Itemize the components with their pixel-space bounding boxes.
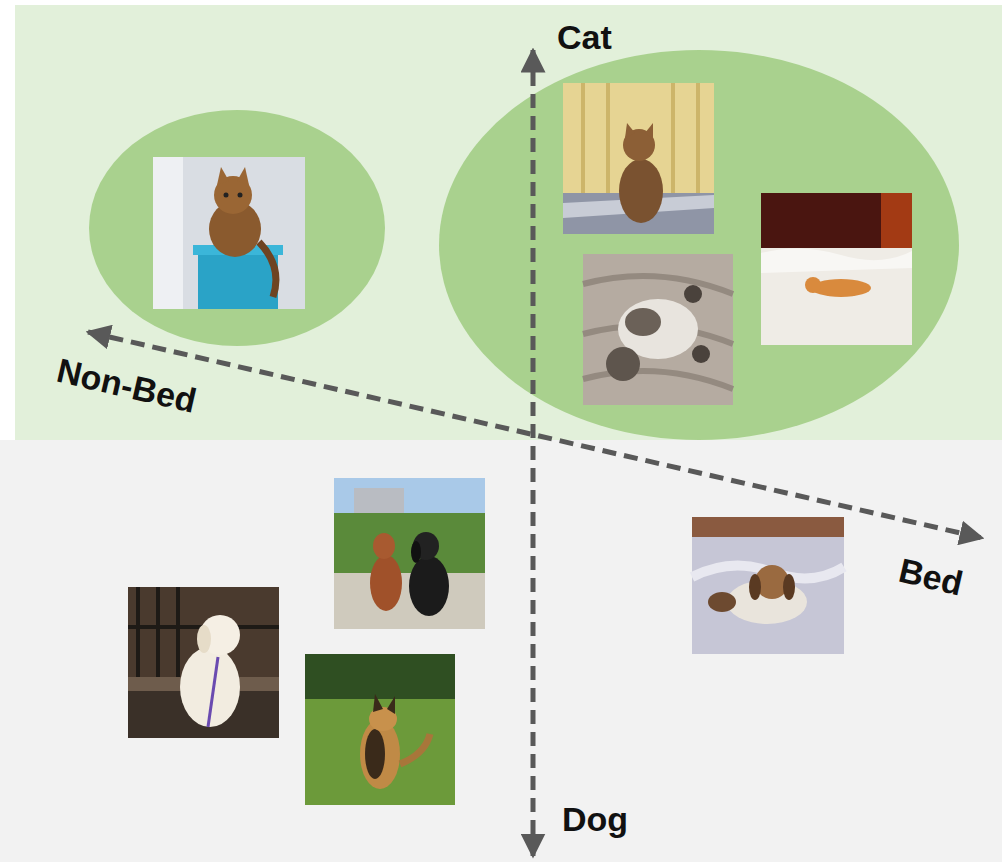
cluster-ellipse (89, 110, 385, 346)
cat-photo (761, 193, 912, 345)
cat-region (15, 5, 1002, 440)
cat-photo (563, 83, 714, 234)
dog-photo (128, 587, 279, 738)
axis-label: Cat (553, 18, 616, 57)
dog-photo (692, 517, 844, 654)
cat-dog-axis (531, 50, 536, 856)
cat-photo (583, 254, 733, 405)
axis-label: Dog (558, 800, 632, 839)
cat-photo (153, 157, 305, 309)
dog-photo (305, 654, 455, 805)
dog-photo (334, 478, 485, 629)
cluster-ellipse (439, 50, 959, 440)
bed-axis (88, 332, 982, 538)
dog-region (0, 440, 1002, 862)
